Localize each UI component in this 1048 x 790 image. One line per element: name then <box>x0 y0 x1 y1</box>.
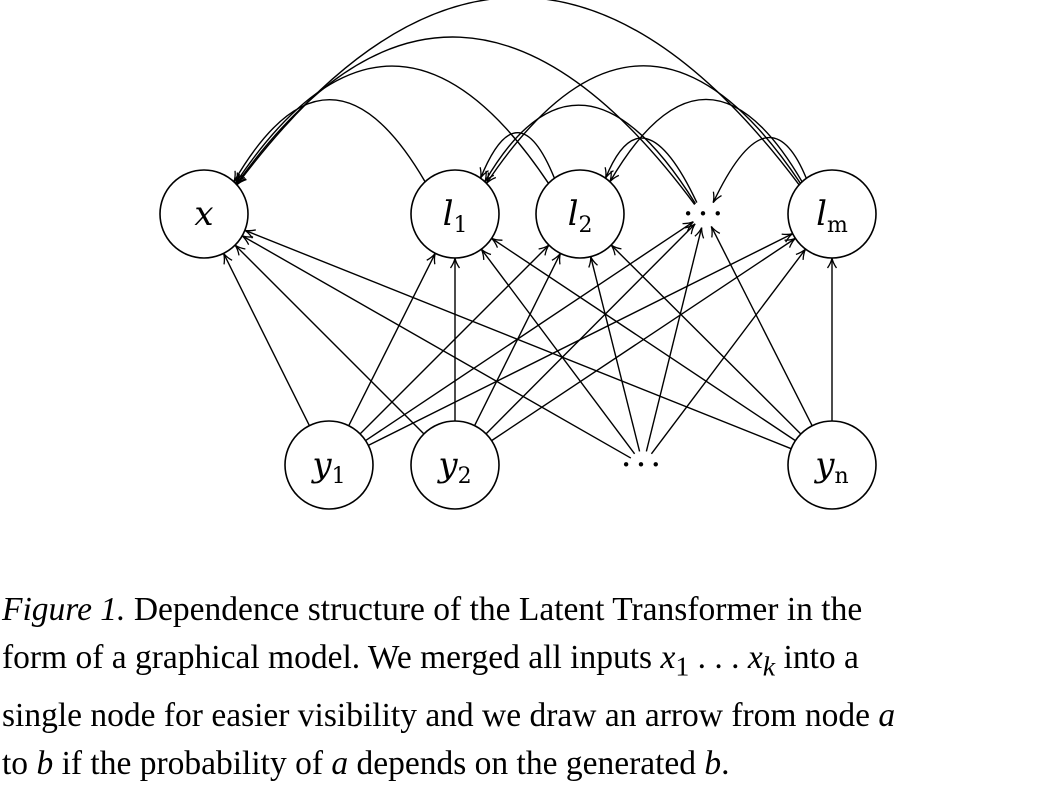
caption-line-3: single node for easier visibility and we… <box>2 692 1046 740</box>
node-y2-circle <box>410 420 500 510</box>
node-lm-circle <box>787 169 877 259</box>
edge-yn-to-ld <box>710 226 813 427</box>
caption-var-b: b <box>36 744 54 782</box>
node-y1-circle <box>284 420 374 510</box>
edge-lm-to-x <box>236 0 800 186</box>
caption-line-2: form of a graphical model. We merged all… <box>2 634 1046 692</box>
node-layer: x l1 l2 ··· lm y1 y2 ··· yn <box>159 169 877 510</box>
caption-sub-k: k <box>762 651 776 683</box>
caption-var-b-2: b <box>704 744 722 782</box>
node-yn: yn <box>787 420 877 510</box>
caption-text-2a: form of a graphical model. We merged all… <box>2 639 661 676</box>
node-y2: y2 <box>410 420 500 510</box>
edge-yn-to-l1 <box>491 237 796 442</box>
dependence-graph: x l1 l2 ··· lm y1 y2 ··· yn <box>159 0 877 510</box>
edge-yd-to-x <box>241 235 632 459</box>
edge-l2-to-x <box>234 65 550 184</box>
edge-yd-to-ld <box>645 227 705 452</box>
caption-text-4a: to <box>2 744 37 782</box>
edge-y2-to-x <box>234 244 425 435</box>
edge-lm-to-ld <box>712 136 807 204</box>
node-l1: l1 <box>410 169 500 259</box>
caption-text-2b: into a <box>775 639 859 676</box>
caption-text-3a: single node for easier visibility and we… <box>2 696 879 734</box>
caption-var-a: a <box>878 696 896 734</box>
edge-l2-to-l1 <box>479 132 556 179</box>
caption-var-a-2: a <box>331 744 349 782</box>
edge-y1-to-x <box>222 252 311 426</box>
edge-y1-to-ld <box>365 221 694 442</box>
caption-text-1: Dependence structure of the Latent Trans… <box>125 591 863 628</box>
node-yn-circle <box>787 420 877 510</box>
node-l2-circle <box>535 169 625 259</box>
node-yd: ··· <box>621 445 665 485</box>
caption-var-xk: x <box>747 639 763 676</box>
edge-l1-to-x <box>233 99 426 183</box>
node-ld-label: ··· <box>683 194 727 234</box>
node-lm: lm <box>787 169 877 259</box>
edge-yd-to-lm <box>650 248 807 455</box>
caption-var-x1: x <box>660 639 676 676</box>
node-l2: l2 <box>535 169 625 259</box>
caption-text-4c: depends on the generated <box>348 744 705 782</box>
edge-yn-to-l2 <box>610 244 802 435</box>
caption-sub-1: 1 <box>675 651 690 683</box>
edge-lm-to-l1 <box>485 65 802 184</box>
edge-y2-to-ld <box>485 223 696 435</box>
edge-lm-to-l2 <box>609 98 803 183</box>
caption-line-4: to b if the probability of a depends on … <box>2 740 1046 788</box>
edge-yn-to-x <box>244 229 792 450</box>
edge-yd-to-l2 <box>588 256 641 452</box>
node-ld: ··· <box>683 194 727 234</box>
caption-text-4b: if the probability of <box>53 744 332 782</box>
edge-y1-to-l1 <box>348 252 436 426</box>
node-yd-label: ··· <box>621 445 665 485</box>
caption-figure-label: Figure 1. <box>2 591 126 628</box>
node-x: x <box>159 169 249 259</box>
node-x-label: x <box>194 194 213 234</box>
node-x-circle <box>159 169 249 259</box>
caption-text-4d: . <box>721 744 730 782</box>
figure-caption: Figure 1. Dependence structure of the La… <box>2 586 1046 788</box>
edge-ld-to-l1 <box>484 104 697 205</box>
edge-ld-to-l2 <box>604 137 698 203</box>
caption-ellipsis: . . . <box>689 639 748 676</box>
node-l1-circle <box>410 169 500 259</box>
caption-line-1: Figure 1. Dependence structure of the La… <box>2 586 1046 634</box>
edge-yd-to-l1 <box>480 248 636 455</box>
node-y1: y1 <box>284 420 374 510</box>
edge-layer <box>222 0 838 459</box>
